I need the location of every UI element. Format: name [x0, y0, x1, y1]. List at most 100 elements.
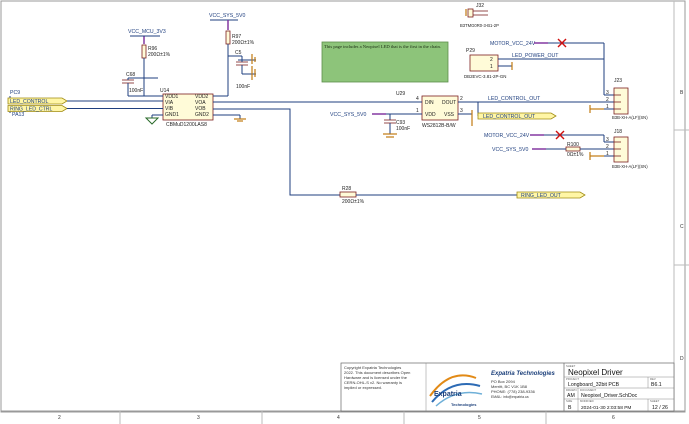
- u14-pin-vib: VIB: [165, 106, 174, 112]
- motor-vcc-mid-label: MOTOR_VCC_24V: [484, 133, 530, 139]
- motor-vcc-top: MOTOR_VCC_24V: [490, 38, 605, 95]
- company-address: PO Box 2094: [491, 379, 516, 384]
- resistor-r96: R96 200Ω±1%: [141, 44, 171, 96]
- vcc-sys-u29-label: VCC_SYS_5V0: [330, 112, 366, 118]
- r96-ref: R96: [148, 46, 157, 52]
- drawn-value: AM: [567, 393, 575, 399]
- company-email: EMAIL: info@expatria.ca: [491, 395, 529, 399]
- j18-pin-2: 2: [606, 144, 609, 150]
- u14-pin-via: VIA: [165, 100, 174, 106]
- neopixel-u29: U29 DIN VDD DOUT VSS WS2812B-B/W 4 1 2 3: [396, 91, 604, 129]
- sheet-number: 12 / 26: [652, 405, 668, 411]
- copyright-line: implied or expressed.: [344, 385, 382, 390]
- resistor-r28: R28 200Ω±1%: [339, 186, 517, 205]
- copyright-line: 2022. This document describes Open: [344, 370, 410, 375]
- r97-value: 200Ω±1%: [232, 40, 255, 46]
- u29-pin-num-dout: 2: [460, 96, 463, 102]
- j32-ref: J32: [476, 3, 484, 9]
- motor-vcc-top-label: MOTOR_VCC_24V: [490, 41, 536, 47]
- net-led-control-out: LED_CONTROL_OUT: [488, 96, 541, 102]
- r96-value: 200Ω±1%: [148, 52, 171, 58]
- company-address: Merritt, BC V1K 1B8: [491, 384, 528, 389]
- title-block: Copyright Expatria Technologies 2022. Th…: [340, 362, 675, 412]
- u29-pin-vdd: VDD: [425, 112, 436, 118]
- capacitor-c5: C5 100nF: [228, 50, 256, 90]
- company-logo: Expatria Technologies: [429, 374, 483, 407]
- ground-u14-right: [234, 115, 246, 122]
- net-label-pc9: PC9: [10, 90, 20, 96]
- vcc-mcu-rail: VCC_MCU_3V3: [128, 29, 166, 44]
- vcc-mcu-label: VCC_MCU_3V3: [128, 29, 166, 35]
- j23-pin-2: 2: [606, 97, 609, 103]
- drawn-label: DRAWN: [566, 388, 576, 392]
- sheet-border: [0, 0, 686, 413]
- copyright-line: Hardware and is licensed under the: [344, 375, 408, 380]
- c68-value: 100nF: [129, 88, 143, 94]
- zone-markers-bottom: 2 3 4 5 6: [58, 411, 615, 424]
- j18-pin-3: 3: [606, 137, 609, 143]
- logo-subtext: Technologies: [451, 402, 477, 407]
- zone-label: 5: [478, 415, 481, 421]
- p29-pin-1: 1: [490, 64, 493, 70]
- j23-pin-1: 1: [606, 104, 609, 110]
- sheet-title-label: SHEET: [566, 364, 576, 368]
- u29-pin-num-vss: 3: [460, 108, 463, 114]
- c5-value: 100nF: [236, 84, 250, 90]
- sheet-number-label: SHEET: [650, 399, 660, 403]
- vcc-sys-j18-label: VCC_SYS_5V0: [492, 147, 528, 153]
- vcc-sys-u29-rail: VCC_SYS_5V0: [330, 112, 422, 118]
- wire-ring-led: [213, 108, 340, 196]
- j18-ref: J18: [614, 129, 622, 135]
- j23-pin-3: 3: [606, 90, 609, 96]
- p29-ref: P29: [466, 48, 475, 54]
- u14-pin-vob: VOB: [195, 106, 206, 112]
- modified-label: MODIFIED: [580, 399, 594, 403]
- port-led-control-out-label: LED_CONTROL_OUT: [483, 114, 536, 120]
- copyright-line: CERN-OHL-S v2. No warranty is: [344, 380, 402, 385]
- project-label: PROJECT: [566, 377, 579, 381]
- zone-markers-right: B C D: [674, 90, 689, 362]
- u29-pin-vss: VSS: [444, 112, 455, 118]
- u14-part: CBMuD1200LAS8: [166, 122, 207, 128]
- sheet-title: Neopixel Driver: [568, 368, 623, 377]
- connector-p29: P29 2 1 DB2EVC-3.81-2P-GN LED_POWER_OUT: [464, 48, 604, 79]
- port-ring-led-out-label: RING_LED_OUT: [521, 193, 562, 199]
- document-value: Neopixel_Driver.SchDoc: [581, 393, 638, 399]
- c68-ref: C68: [126, 72, 135, 78]
- u14-pin-voa: VOA: [195, 100, 206, 106]
- p29-part: DB2EVC-3.81-2P-GN: [464, 74, 506, 79]
- capacitor-c68: C68 100nF: [122, 72, 158, 96]
- net-led-power-out: LED_POWER_OUT: [512, 53, 559, 59]
- connector-j32: J32 B3TMG0R0-3-B1-2P: [460, 3, 499, 28]
- document-label: DOCUMENT: [580, 388, 596, 392]
- u29-pin-num-vdd: 1: [416, 108, 419, 114]
- r100-ref: R100: [567, 142, 579, 148]
- zone-label: D: [680, 356, 684, 362]
- j18-part: B3B-XH-A(LF)(SN): [612, 164, 648, 169]
- design-note: This page includes a Neopixel LED that i…: [321, 41, 449, 83]
- c5-ref: C5: [235, 50, 242, 56]
- zone-label: B: [680, 90, 684, 96]
- connector-j18: J18 3 2 1 B3B-XH-A(LF)(SN): [589, 129, 648, 169]
- ground-c5-top: [238, 54, 256, 64]
- zone-label: 2: [58, 415, 61, 421]
- j23-ref: J23: [614, 78, 622, 84]
- p29-pin-2: 2: [490, 57, 493, 63]
- project-name: Longboard_32bit PCB: [568, 382, 620, 388]
- u29-pin-din: DIN: [425, 100, 434, 106]
- port-ring-led-ctrl-label: RING_LED_CTRL: [10, 107, 52, 113]
- company-name: Expatria Technologies: [491, 371, 555, 377]
- vcc-sys-top-label: VCC_SYS_5V0: [209, 13, 245, 19]
- design-note-text: This page includes a Neopixel LED that i…: [324, 44, 441, 49]
- company-phone: PHONE: (778) 238-9336: [491, 389, 536, 394]
- j18-pin-1: 1: [606, 151, 609, 157]
- u29-ref: U29: [396, 91, 405, 97]
- resistor-r97: R97 200Ω±1%: [225, 30, 255, 96]
- u14-pin-gnd2: GND2: [195, 112, 209, 118]
- u14-pin-vdd2: VDD2: [195, 94, 209, 100]
- zone-label: C: [680, 224, 684, 230]
- connector-j23: J23 3 2 1 B3B-XH-A(LF)(SN): [589, 78, 648, 120]
- port-led-control: LED_CONTROL: [7, 97, 68, 105]
- c93-ref: C93: [396, 120, 405, 126]
